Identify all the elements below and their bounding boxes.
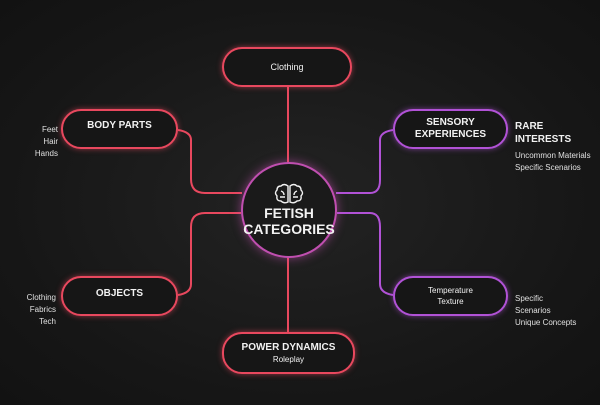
node-subtitle: Roleplay	[272, 355, 305, 364]
item: Uncommon Materials	[515, 151, 591, 160]
body-parts-items: Feet Hair Hands	[30, 124, 58, 160]
node-title-line: EXPERIENCES	[414, 129, 487, 140]
node-title: BODY PARTS	[87, 120, 152, 131]
item: Hair	[43, 137, 58, 146]
center-title-line2: CATEGORIES	[243, 221, 335, 237]
rare-title: RARE INTERESTS	[515, 121, 572, 145]
line-temperature	[337, 212, 394, 296]
line-objects	[177, 212, 241, 296]
item: Fabrics	[29, 305, 56, 314]
node-title: OBJECTS	[95, 288, 144, 299]
item: Clothing	[26, 293, 56, 302]
node-objects[interactable]: OBJECTS	[61, 276, 178, 316]
item: Temperature	[428, 286, 473, 295]
line-sensory	[336, 129, 394, 194]
item: Specific Scenarios	[515, 163, 581, 172]
item: Scenarios	[515, 306, 551, 315]
item: Feet	[41, 125, 58, 134]
center-node[interactable]: FETISH CATEGORIES	[241, 162, 337, 258]
node-sensory[interactable]: SENSORY EXPERIENCES	[393, 109, 508, 149]
line-body-parts	[177, 129, 242, 194]
item: Unique Concepts	[515, 318, 577, 327]
item: Hands	[34, 149, 58, 158]
rare-interests: RARE INTERESTS Uncommon Materials Specif…	[515, 120, 600, 174]
node-title-line: SENSORY	[426, 117, 475, 128]
node-temperature[interactable]: Temperature Texture	[393, 276, 508, 316]
item: Texture	[437, 297, 464, 306]
node-title: Clothing	[270, 61, 304, 72]
node-power-dynamics[interactable]: POWER DYNAMICS Roleplay	[222, 332, 355, 374]
brain-icon	[274, 183, 304, 204]
item: Specific	[515, 294, 544, 303]
objects-items: Clothing Fabrics Tech	[18, 292, 56, 328]
node-clothing[interactable]: Clothing	[222, 47, 352, 87]
center-title-line1: FETISH	[264, 205, 314, 221]
node-title: POWER DYNAMICS	[241, 342, 336, 353]
temperature-side: Specific Scenarios Unique Concepts	[515, 293, 576, 329]
item: Tech	[39, 317, 56, 326]
node-body-parts[interactable]: BODY PARTS	[61, 109, 178, 149]
